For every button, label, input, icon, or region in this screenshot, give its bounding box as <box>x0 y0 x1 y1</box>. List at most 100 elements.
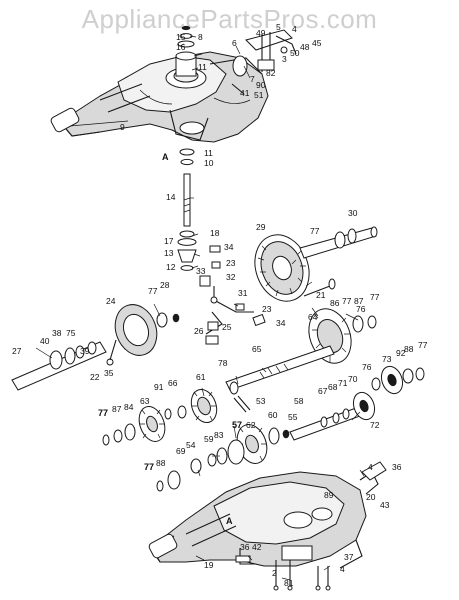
callout-42: 42 <box>252 542 262 552</box>
callout-38: 38 <box>52 328 62 338</box>
input-shaft-stack <box>177 148 197 271</box>
countershaft-assembly <box>225 308 377 395</box>
callout-62: 62 <box>246 420 256 430</box>
callout-30: 30 <box>348 208 358 218</box>
callout-88-right: 88 <box>404 344 414 354</box>
callout-41: 41 <box>240 88 250 98</box>
callout-87-gear: 87 <box>112 404 122 414</box>
callout-77-far: 77 <box>370 292 380 302</box>
callout-59: 59 <box>204 434 214 444</box>
callout-92: 92 <box>396 348 406 358</box>
callout-35: 35 <box>104 368 114 378</box>
callout-6: 6 <box>232 38 237 48</box>
callout-A-upper: A <box>162 152 169 162</box>
callout-69: 69 <box>176 446 186 456</box>
callout-10: 10 <box>204 158 214 168</box>
callout-81: 81 <box>284 578 294 588</box>
callout-84: 84 <box>124 402 134 412</box>
callout-77-axle: 77 <box>310 226 320 236</box>
callout-68: 68 <box>328 382 338 392</box>
callout-19: 19 <box>204 560 214 570</box>
callout-8: 8 <box>198 32 203 42</box>
callout-A-lower: A <box>226 516 233 526</box>
differential-ring-gear <box>254 226 378 302</box>
callout-4-lever: 4 <box>368 462 373 472</box>
shift-linkage <box>199 245 266 345</box>
callout-83: 83 <box>214 430 224 440</box>
callout-54: 54 <box>186 440 196 450</box>
callout-31: 31 <box>238 288 248 298</box>
callout-15: 15 <box>176 32 186 42</box>
callout-43: 43 <box>380 500 390 510</box>
callout-7: 7 <box>250 74 255 84</box>
callout-77-left: 77 <box>148 286 158 296</box>
callout-90: 90 <box>256 80 266 90</box>
callout-3: 3 <box>282 54 287 64</box>
callout-53: 53 <box>256 396 266 406</box>
callout-77-counter: 77 <box>342 296 352 306</box>
callout-33: 33 <box>196 266 206 276</box>
reverse-gear-group <box>164 389 251 423</box>
callout-14: 14 <box>166 192 176 202</box>
callout-4: 4 <box>292 24 297 34</box>
callout-12: 12 <box>166 262 176 272</box>
upper-housing <box>50 25 297 143</box>
callout-23-upper: 23 <box>226 258 236 268</box>
callout-4-base: 4 <box>340 564 345 574</box>
callout-76-upper: 76 <box>356 304 366 314</box>
callout-64: 64 <box>308 312 318 322</box>
callout-73: 73 <box>382 354 392 364</box>
callout-23-lower: 23 <box>262 304 272 314</box>
callout-60: 60 <box>268 410 278 420</box>
callout-58: 58 <box>294 396 304 406</box>
callout-20: 20 <box>366 492 376 502</box>
callout-91: 91 <box>154 382 164 392</box>
callout-66: 66 <box>168 378 178 388</box>
callout-57: 57 <box>232 420 242 430</box>
left-axle-assembly <box>11 304 180 391</box>
left-gear-cluster <box>102 406 166 446</box>
lower-housing <box>148 461 387 591</box>
callout-27: 27 <box>12 346 22 356</box>
callout-26: 26 <box>194 326 204 336</box>
callout-labels: 15 8 16 11 6 49 5 3 50 48 45 4 7 82 90 4… <box>12 22 428 588</box>
callout-36-base: 36 <box>240 542 250 552</box>
callout-89: 89 <box>324 490 334 500</box>
callout-82: 82 <box>266 68 276 78</box>
callout-16: 16 <box>176 42 186 52</box>
callout-71: 71 <box>338 378 348 388</box>
callout-40: 40 <box>40 336 50 346</box>
callout-5: 5 <box>276 22 281 32</box>
callout-63: 63 <box>140 396 150 406</box>
callout-51: 51 <box>254 90 264 100</box>
callout-22: 22 <box>90 372 100 382</box>
callout-2: 2 <box>272 568 277 578</box>
callout-34-lower: 34 <box>276 318 286 328</box>
callout-75: 75 <box>66 328 76 338</box>
callout-77-lower: 77 <box>144 462 154 472</box>
callout-78: 78 <box>218 358 228 368</box>
callout-70: 70 <box>348 374 358 384</box>
lower-gear-cluster <box>156 424 290 492</box>
callout-24: 24 <box>106 296 116 306</box>
callout-25: 25 <box>222 322 232 332</box>
callout-87-counter: 87 <box>354 296 364 306</box>
callout-17: 17 <box>164 236 174 246</box>
callout-32: 32 <box>226 272 236 282</box>
callout-11: 11 <box>198 62 207 72</box>
callout-13: 13 <box>164 248 174 258</box>
callout-34-upper: 34 <box>224 242 234 252</box>
callout-86: 86 <box>330 298 340 308</box>
callout-45: 45 <box>312 38 322 48</box>
callout-72: 72 <box>370 420 380 430</box>
callout-18: 18 <box>210 228 220 238</box>
callout-36-lever: 36 <box>392 462 402 472</box>
callout-11-seal: 11 <box>204 148 213 158</box>
watermark: AppliancePartsPros.com <box>81 4 378 34</box>
callout-65: 65 <box>252 344 262 354</box>
callout-55: 55 <box>288 412 298 422</box>
callout-88-lower: 88 <box>156 458 166 468</box>
callout-50: 50 <box>290 48 300 58</box>
